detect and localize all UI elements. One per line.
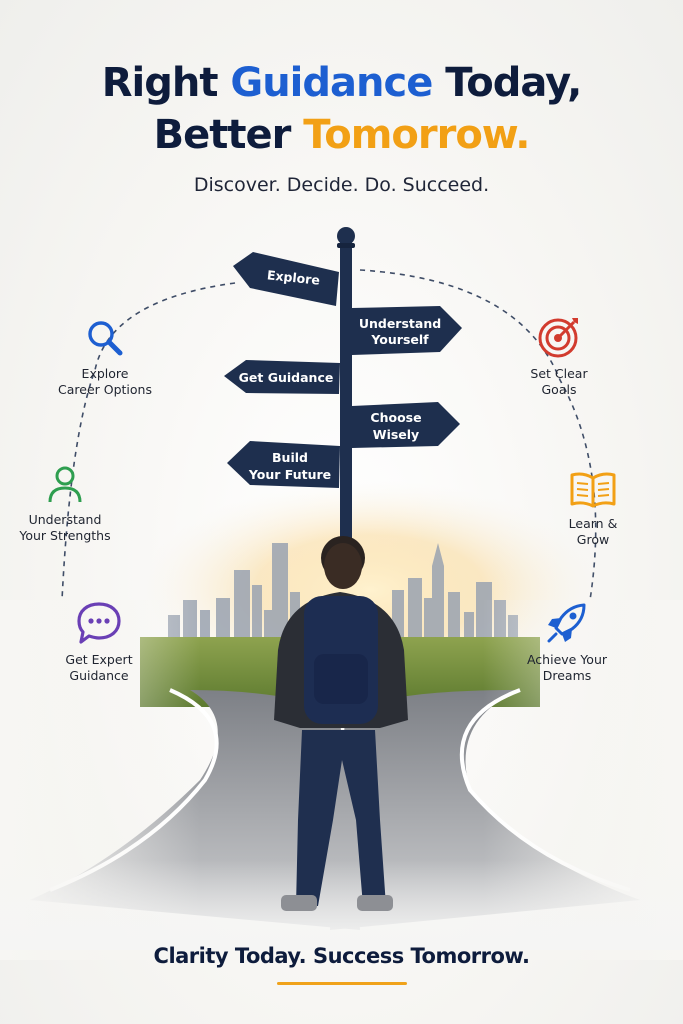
- sign-understand-yourself-l2: Yourself: [370, 332, 429, 347]
- sign-understand-yourself-shape: [352, 306, 462, 355]
- signpost-pole: [337, 227, 355, 540]
- sign-get-guidance: Get Guidance: [239, 370, 334, 385]
- headline-line-2: Better Tomorrow.: [153, 112, 531, 158]
- feature-explore-career-options: Explore Career Options: [30, 316, 180, 398]
- sign-choose-wisely-shape: [352, 402, 460, 448]
- feature-learn-grow: Learn & Grow: [518, 470, 668, 548]
- sign-choose-wisely-l2: Wisely: [373, 427, 419, 442]
- person-silhouette: [274, 536, 408, 911]
- sign-build-future-shape: [227, 441, 340, 488]
- sign-build-future-l2: Your Future: [248, 467, 331, 482]
- magnifier-icon: [88, 321, 123, 356]
- footer-underline-accent: [277, 982, 407, 985]
- person-icon: [48, 466, 82, 503]
- signpost-signs: Explore Understand Yourself Get Guidance…: [224, 252, 462, 488]
- sign-explore: Explore: [266, 267, 320, 287]
- footer-tagline: Clarity Today. Success Tomorrow.: [153, 944, 530, 968]
- sign-explore-shape: [233, 252, 339, 306]
- open-book-icon: [570, 472, 616, 508]
- sign-understand-yourself-l1: Understand: [359, 316, 441, 331]
- feature-understand-your-strengths: Understand Your Strengths: [0, 462, 140, 544]
- headline-highlight-tomorrow: Tomorrow.: [303, 112, 530, 158]
- rocket-icon: [547, 603, 586, 643]
- sign-choose-wisely-l1: Choose: [370, 410, 421, 425]
- sign-build-future-l1: Build: [272, 450, 308, 465]
- feature-set-clear-goals: Set Clear Goals: [484, 314, 634, 398]
- headline-line-1: Right Guidance Today,: [101, 60, 583, 106]
- headline-highlight-guidance: Guidance: [230, 60, 433, 106]
- sign-get-guidance-shape: [224, 360, 340, 394]
- chat-bubble-icon: [77, 602, 121, 644]
- journey-dashed-arc: [61, 269, 597, 601]
- feature-get-expert-guidance: Get Expert Guidance: [24, 600, 174, 684]
- subtitle: Discover. Decide. Do. Succeed.: [193, 174, 490, 196]
- feature-achieve-your-dreams: Achieve Your Dreams: [492, 600, 642, 684]
- target-icon: [538, 318, 578, 358]
